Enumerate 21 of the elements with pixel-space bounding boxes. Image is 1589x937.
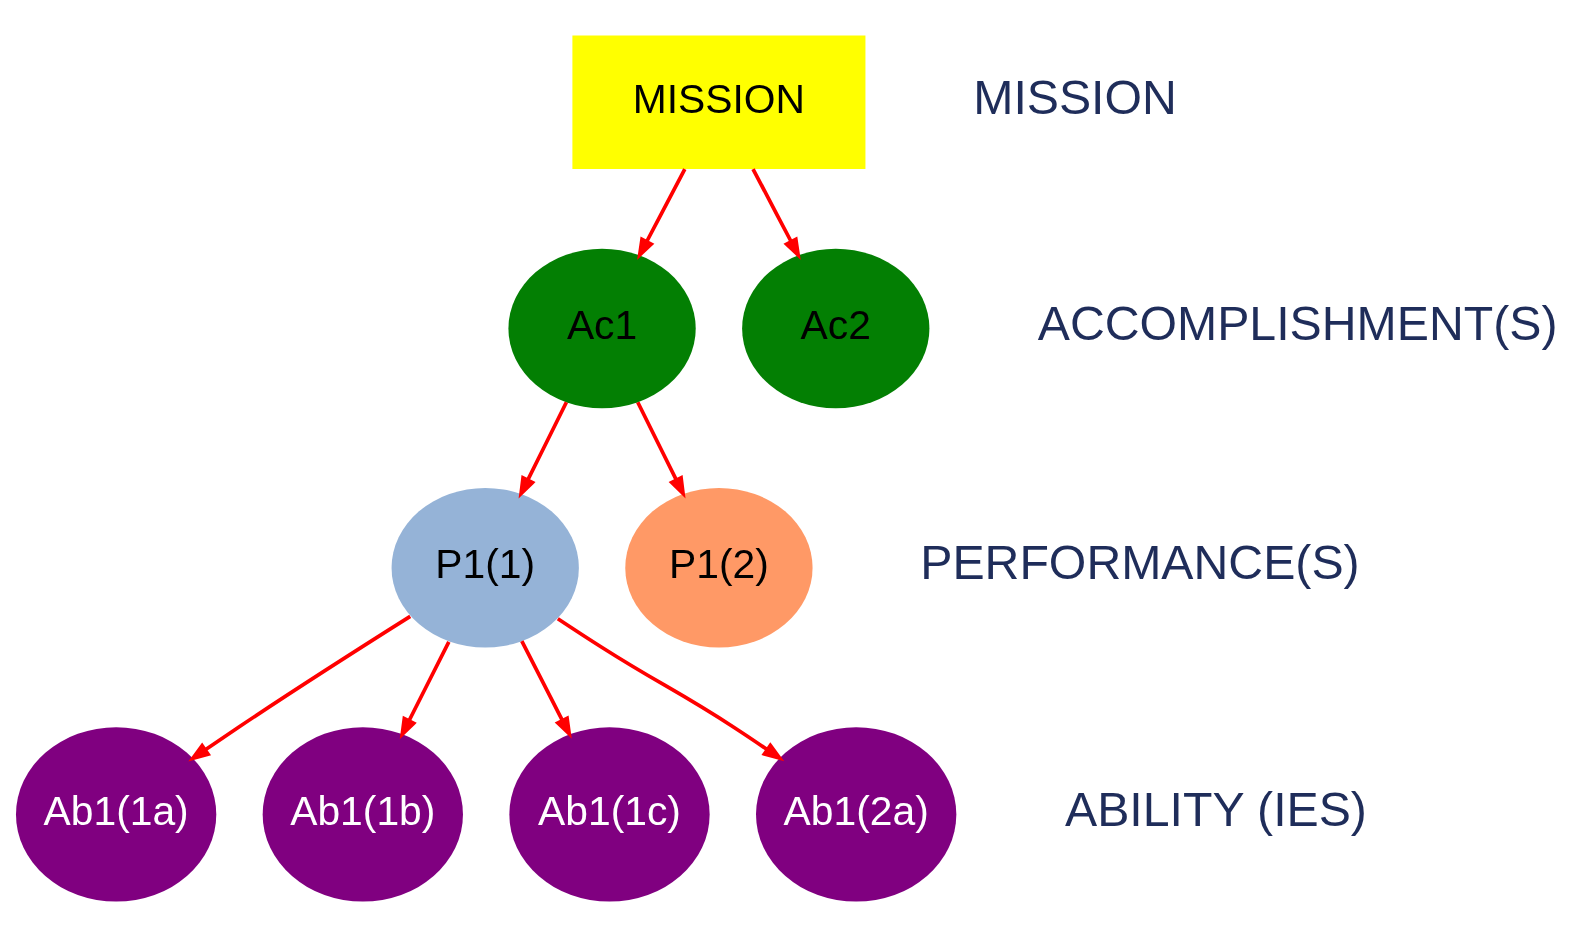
node-ellipse: Ab1(1b) — [262, 727, 463, 902]
node-box: MISSION — [572, 35, 866, 169]
label: MISSION — [973, 69, 1177, 124]
node-ellipse: P1(2) — [625, 487, 813, 648]
node-ellipse: P1(1) — [391, 487, 579, 648]
label: ABILITY (IES) — [1065, 782, 1367, 837]
node-ellipse: Ac1 — [508, 248, 696, 409]
arrow — [636, 401, 686, 499]
node-ellipse: Ab1(1c) — [509, 727, 710, 902]
arrow — [751, 168, 801, 260]
arrow — [399, 641, 451, 740]
label: PERFORMANCE(S) — [920, 535, 1360, 590]
node-ellipse: Ab1(2a) — [756, 727, 957, 902]
label: ACCOMPLISHMENT(S) — [1037, 296, 1558, 351]
arrow — [188, 614, 412, 762]
node-ellipse: Ac2 — [742, 248, 930, 409]
arrow — [520, 640, 572, 739]
node-ellipse: Ab1(1a) — [15, 727, 217, 902]
arrow — [556, 617, 785, 762]
arrow — [518, 401, 569, 499]
arrow — [637, 168, 687, 260]
